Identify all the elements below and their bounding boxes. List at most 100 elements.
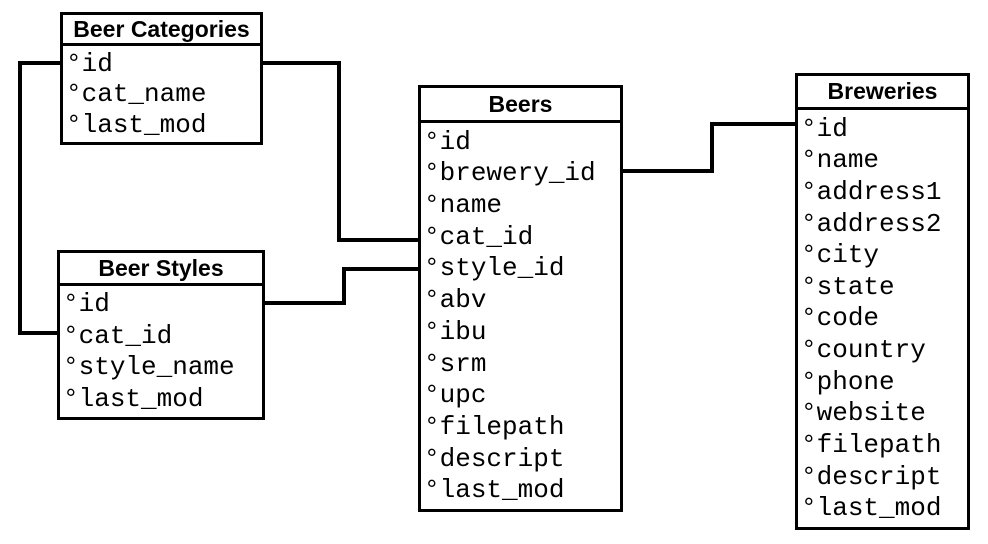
table-field-row: °id xyxy=(66,51,260,77)
relation-beers-breweries-segment xyxy=(710,122,714,173)
column-bullet-icon: ° xyxy=(801,461,817,492)
field-list-beer-styles: °id°cat_id°style_name°last_mod xyxy=(60,286,262,417)
field-name: upc xyxy=(439,380,487,411)
entity-breweries[interactable]: Breweries °id°name°address1°address2°cit… xyxy=(795,73,970,530)
column-bullet-icon: ° xyxy=(63,383,79,414)
column-bullet-icon: ° xyxy=(801,366,817,397)
column-bullet-icon: ° xyxy=(801,335,817,366)
table-field-row: °last_mod xyxy=(66,112,260,138)
field-list-beer-categories: °id°cat_name°last_mod xyxy=(63,46,260,142)
relation-beers-breweries-segment xyxy=(710,122,795,126)
table-title-beer-styles: Beer Styles xyxy=(60,253,262,286)
column-bullet-icon: ° xyxy=(801,398,817,429)
column-bullet-icon: ° xyxy=(424,411,440,442)
field-name: last_mod xyxy=(81,109,207,140)
column-bullet-icon: ° xyxy=(424,443,440,474)
field-name: website xyxy=(816,398,926,429)
column-bullet-icon: ° xyxy=(801,113,817,144)
field-name: name xyxy=(439,190,503,221)
table-field-row: °address1 xyxy=(801,179,967,205)
column-bullet-icon: ° xyxy=(424,126,440,157)
column-bullet-icon: ° xyxy=(424,158,440,189)
relation-categories-beers-segment xyxy=(263,61,341,65)
field-name: address2 xyxy=(816,208,942,239)
table-field-row: °id xyxy=(801,116,967,142)
column-bullet-icon: ° xyxy=(801,430,817,461)
table-field-row: °phone xyxy=(801,369,967,395)
table-title-beer-categories: Beer Categories xyxy=(63,15,260,46)
field-name: code xyxy=(816,303,880,334)
entity-beer-categories[interactable]: Beer Categories °id°cat_name°last_mod xyxy=(60,12,263,145)
field-name: state xyxy=(816,271,895,302)
column-bullet-icon: ° xyxy=(801,271,817,302)
relation-categories-styles-segment xyxy=(18,331,57,335)
table-field-row: °filepath xyxy=(424,414,620,440)
column-bullet-icon: ° xyxy=(424,253,440,284)
field-name: ibu xyxy=(439,316,487,347)
field-name: style_name xyxy=(78,352,235,383)
relation-styles-beers-segment xyxy=(342,267,418,271)
entity-beers[interactable]: Beers °id°brewery_id°name°cat_id°style_i… xyxy=(418,85,623,512)
field-name: id xyxy=(816,113,848,144)
entity-beer-styles[interactable]: Beer Styles °id°cat_id°style_name°last_m… xyxy=(57,250,265,420)
column-bullet-icon: ° xyxy=(66,109,82,140)
field-name: last_mod xyxy=(78,383,204,414)
table-field-row: °website xyxy=(801,400,967,426)
field-name: id xyxy=(81,48,113,79)
column-bullet-icon: ° xyxy=(801,208,817,239)
table-field-row: °last_mod xyxy=(63,386,262,412)
table-field-row: °last_mod xyxy=(801,495,967,521)
field-name: id xyxy=(78,289,110,320)
table-field-row: °filepath xyxy=(801,432,967,458)
column-bullet-icon: ° xyxy=(424,348,440,379)
relation-styles-beers-segment xyxy=(265,301,346,305)
field-name: srm xyxy=(439,348,487,379)
field-name: city xyxy=(816,240,880,271)
relation-beers-breweries-segment xyxy=(623,169,714,173)
field-name: country xyxy=(816,335,926,366)
field-name: last_mod xyxy=(439,475,565,506)
table-field-row: °abv xyxy=(424,287,620,313)
relation-categories-styles-segment xyxy=(18,61,60,65)
column-bullet-icon: ° xyxy=(801,145,817,176)
table-field-row: °state xyxy=(801,274,967,300)
field-name: id xyxy=(439,126,471,157)
table-field-row: °style_id xyxy=(424,255,620,281)
field-name: name xyxy=(816,145,880,176)
table-field-row: °descript xyxy=(801,464,967,490)
column-bullet-icon: ° xyxy=(424,285,440,316)
table-field-row: °cat_id xyxy=(424,224,620,250)
field-name: address1 xyxy=(816,176,942,207)
column-bullet-icon: ° xyxy=(801,240,817,271)
column-bullet-icon: ° xyxy=(424,475,440,506)
column-bullet-icon: ° xyxy=(424,221,440,252)
field-list-beers: °id°brewery_id°name°cat_id°style_id°abv°… xyxy=(421,123,620,509)
table-field-row: °name xyxy=(424,192,620,218)
field-name: descript xyxy=(816,461,942,492)
table-field-row: °code xyxy=(801,305,967,331)
table-field-row: °country xyxy=(801,337,967,363)
column-bullet-icon: ° xyxy=(424,316,440,347)
table-field-row: °ibu xyxy=(424,319,620,345)
table-field-row: °brewery_id xyxy=(424,160,620,186)
table-field-row: °last_mod xyxy=(424,477,620,503)
field-name: last_mod xyxy=(816,493,942,524)
field-name: cat_name xyxy=(81,79,207,109)
table-field-row: °id xyxy=(63,291,262,317)
field-name: cat_id xyxy=(439,221,534,252)
column-bullet-icon: ° xyxy=(801,303,817,334)
column-bullet-icon: ° xyxy=(66,48,82,79)
column-bullet-icon: ° xyxy=(63,289,79,320)
field-name: phone xyxy=(816,366,895,397)
table-title-beers: Beers xyxy=(421,88,620,123)
field-name: filepath xyxy=(816,430,942,461)
relation-categories-styles-segment xyxy=(18,61,22,335)
table-title-breweries: Breweries xyxy=(798,76,967,110)
table-field-row: °name xyxy=(801,147,967,173)
field-name: brewery_id xyxy=(439,158,596,189)
table-field-row: °address2 xyxy=(801,211,967,237)
relation-categories-beers-segment xyxy=(337,238,418,242)
relation-styles-beers-segment xyxy=(342,267,346,305)
table-field-row: °cat_id xyxy=(63,323,262,349)
